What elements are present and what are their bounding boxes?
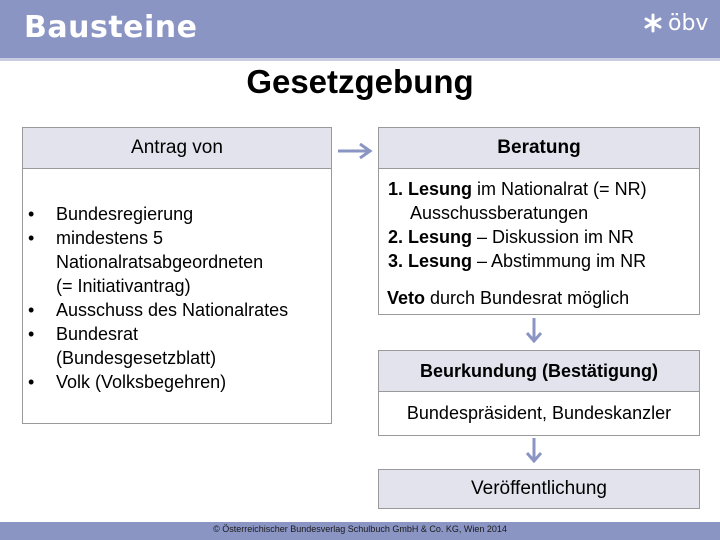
bullet-icon: • bbox=[28, 372, 35, 392]
lesung-line: 2. Lesung – Diskussion im NR bbox=[388, 227, 635, 247]
antrag-item-text: Volk (Volksbegehren) bbox=[56, 372, 227, 392]
veroeffentlichung-heading: Veröffentlichung bbox=[379, 470, 699, 508]
footer-bar bbox=[0, 522, 720, 540]
antrag-list-item: • Volk (Volksbegehren) bbox=[28, 370, 288, 394]
antrag-list-item: • mindestens 5 Nationalratsabgeordneten (… bbox=[28, 226, 288, 298]
bullet-icon: • bbox=[28, 204, 35, 224]
arrow-down-icon bbox=[525, 318, 543, 344]
beratung-heading: Beratung bbox=[379, 128, 699, 169]
lesung-line: 3. Lesung – Abstimmung im NR bbox=[388, 251, 647, 271]
lesung-line: Ausschussberatungen bbox=[410, 203, 589, 223]
antrag-item-text: Bundesregierung bbox=[56, 204, 194, 224]
header-bar bbox=[0, 0, 720, 58]
logo-text: öbv bbox=[668, 10, 709, 36]
oebv-mark-icon bbox=[644, 13, 662, 33]
antrag-item-text: mindestens 5 Nationalratsabgeordneten (=… bbox=[56, 228, 264, 296]
footer-copyright: © Österreichischer Bundesverlag Schulbuc… bbox=[213, 524, 507, 534]
beurkundung-box: Beurkundung (Bestätigung) Bundespräsiden… bbox=[378, 350, 700, 436]
beurkundung-sub: Bundespräsident, Bundeskanzler bbox=[406, 403, 672, 423]
antrag-list-item: • Bundesregierung bbox=[28, 202, 288, 226]
page-title: Gesetzgebung bbox=[246, 63, 474, 100]
lesung-line: 1. Lesung im Nationalrat (= NR) bbox=[388, 179, 647, 199]
veroeffentlichung-box: Veröffentlichung bbox=[378, 469, 700, 509]
bullet-icon: • bbox=[28, 324, 35, 344]
publisher-logo: öbv bbox=[642, 10, 708, 36]
antrag-box: Antrag von • Bundesregierung • mindestens 5… bbox=[22, 127, 332, 424]
antrag-item-text: Ausschuss des Nationalrates bbox=[56, 300, 289, 320]
veto-note: Veto durch Bundesrat möglich bbox=[387, 288, 630, 308]
bullet-icon: • bbox=[28, 228, 35, 248]
arrow-down-icon bbox=[525, 438, 543, 464]
antrag-list-item: • Bundesrat (Bundesgesetzblatt) bbox=[28, 322, 288, 370]
beurkundung-heading: Beurkundung (Bestätigung) bbox=[379, 351, 699, 392]
header-title: Bausteine bbox=[24, 10, 198, 45]
bullet-icon: • bbox=[28, 300, 35, 320]
arrow-right-icon bbox=[338, 142, 373, 160]
beratung-box: Beratung 1. Lesung im Nationalrat (= NR)… bbox=[378, 127, 700, 315]
lesung-list: 1. Lesung im Nationalrat (= NR) Ausschus… bbox=[379, 177, 701, 273]
antrag-list-item: • Ausschuss des Nationalrates bbox=[28, 298, 288, 322]
antrag-heading: Antrag von bbox=[23, 128, 331, 169]
header-underline bbox=[0, 58, 720, 61]
antrag-item-text: Bundesrat (Bundesgesetzblatt) bbox=[56, 324, 217, 368]
antrag-list: • Bundesregierung • mindestens 5 Nationalra… bbox=[28, 202, 288, 394]
